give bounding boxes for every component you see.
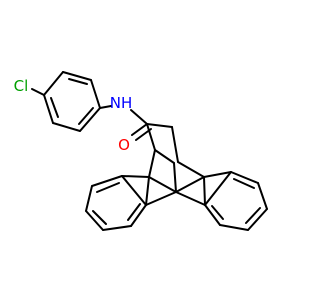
bond xyxy=(43,94,54,124)
double-bond-inner xyxy=(50,97,59,118)
bond xyxy=(175,176,205,193)
bond xyxy=(145,176,150,206)
bond xyxy=(52,122,81,132)
double-bond-inner xyxy=(78,107,94,125)
double-bond-inner xyxy=(233,178,255,189)
bond-c-cl xyxy=(31,88,45,96)
oxygen-atom-label: O xyxy=(118,136,130,154)
diagram-background xyxy=(0,0,300,300)
double-bond-inner xyxy=(211,205,224,220)
bond-c-n xyxy=(99,105,112,109)
bond xyxy=(146,123,173,128)
double-bond-inner xyxy=(245,207,261,224)
bond xyxy=(219,224,249,231)
right-benzo-ring xyxy=(203,171,268,231)
bond xyxy=(177,161,205,178)
bond xyxy=(154,149,175,164)
chemical-structure-diagram: Cl NH O xyxy=(0,0,300,300)
bond xyxy=(79,107,101,132)
bond xyxy=(175,191,206,206)
bond xyxy=(131,123,148,136)
bond xyxy=(102,225,132,231)
bond xyxy=(90,79,101,109)
bond xyxy=(85,185,93,212)
bond xyxy=(230,171,259,184)
bond xyxy=(91,175,123,187)
bicyclic-bridge xyxy=(145,123,206,206)
bond xyxy=(145,191,177,206)
bond xyxy=(257,182,268,210)
bond xyxy=(247,208,268,231)
bond xyxy=(130,204,147,227)
double-bond-inner xyxy=(127,203,141,221)
left-benzo-ring xyxy=(85,175,150,231)
double-bond-inner xyxy=(92,210,107,225)
bond xyxy=(148,149,156,178)
bond xyxy=(43,71,64,96)
bond-n-c xyxy=(130,109,148,125)
chlorophenyl-ring xyxy=(43,71,101,132)
double-bond-inner xyxy=(68,78,88,85)
double-bond-inner xyxy=(96,182,120,193)
bond xyxy=(85,210,104,231)
bond xyxy=(171,126,179,163)
bond xyxy=(203,176,206,206)
bond xyxy=(204,204,221,226)
bond xyxy=(173,162,177,193)
bond xyxy=(121,175,150,178)
bond xyxy=(121,175,147,206)
bond xyxy=(146,123,156,151)
bond xyxy=(62,71,92,81)
chlorine-atom-label: Cl xyxy=(14,77,29,95)
bond xyxy=(204,171,232,206)
bond xyxy=(148,176,177,193)
bond xyxy=(203,171,232,178)
nitrogen-atom-label: NH xyxy=(110,94,133,112)
